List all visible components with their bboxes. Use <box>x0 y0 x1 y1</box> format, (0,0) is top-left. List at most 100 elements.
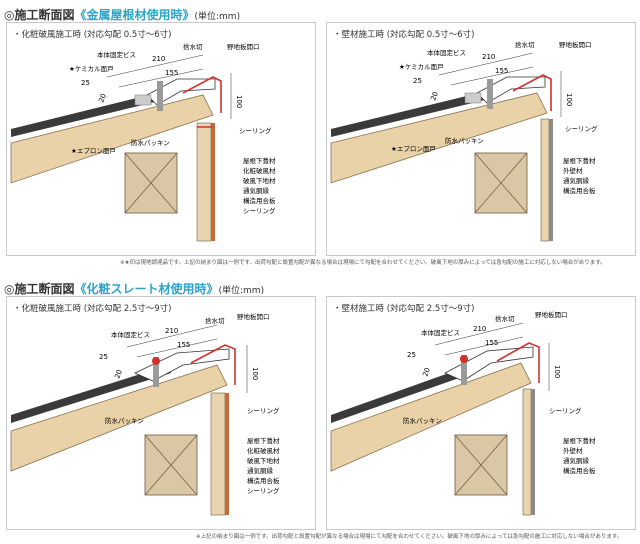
panel-title: ・壁材施工時 (対応勾配 0.5寸〜6寸) <box>333 29 474 40</box>
screw <box>487 79 493 109</box>
unit-label: (単位:mm) <box>194 12 241 22</box>
label-packing: 防水パッキン <box>105 416 144 425</box>
list-item: 構造用合板 <box>247 476 280 485</box>
label-flashing: 捨水切 <box>205 316 225 325</box>
diagram-panel-slate-wall: ・壁材施工時 (対応勾配 2.5寸〜9寸) 210 155 25 20 100 … <box>326 296 636 530</box>
label-apron: ★エプロン面戸 <box>391 145 436 153</box>
screw <box>461 355 467 385</box>
dim-25: 25 <box>407 351 416 359</box>
label-sealing: シーリング <box>549 406 582 415</box>
dim-20: 20 <box>113 369 124 380</box>
label-opening: 野地板開口 <box>535 310 568 319</box>
screw <box>153 357 159 387</box>
dim-210: 210 <box>482 53 495 61</box>
list-item: 通気胴縁 <box>563 456 590 465</box>
fascia-board <box>196 122 212 242</box>
list-item: シーリング <box>243 206 276 215</box>
label-screw: 本体固定ビス <box>97 50 136 59</box>
list-item: 通気胴縁 <box>563 176 590 185</box>
wall-finish <box>549 119 553 241</box>
flashing <box>496 342 540 383</box>
fascia-finish <box>211 123 215 241</box>
panel-title: ・化粧破風施工時 (対応勾配 0.5寸〜6寸) <box>13 29 171 40</box>
dim-210: 210 <box>165 327 178 335</box>
flashing <box>190 344 236 385</box>
section-title-highlight: 《化粧スレート材使用時》 <box>74 282 219 296</box>
roof-sheet <box>11 365 171 423</box>
label-flashing: 捨水切 <box>183 42 203 51</box>
list-item: 外壁材 <box>563 166 583 175</box>
list-item: 構造用合板 <box>563 466 596 475</box>
panel-title: ・壁材施工時 (対応勾配 2.5寸〜9寸) <box>333 303 474 314</box>
flashing <box>512 74 552 111</box>
list-item: 外壁材 <box>563 446 583 455</box>
dim-25: 25 <box>99 353 108 361</box>
section-title-slate-roof: ◎施工断面図《化粧スレート材使用時》(単位:mm) <box>4 280 264 297</box>
list-item: 破風下地材 <box>247 456 280 465</box>
dim-100: 100 <box>553 365 561 378</box>
label-sealing: シーリング <box>247 406 280 415</box>
unit-label: (単位:mm) <box>218 286 265 296</box>
list-item: 構造用合板 <box>243 196 276 205</box>
flashing <box>182 76 222 113</box>
label-screw: 本体固定ビス <box>427 48 466 57</box>
section-title-metal-roof: ◎施工断面図《金属屋根材使用時》(単位:mm) <box>4 6 240 23</box>
dim-155: 155 <box>165 69 178 77</box>
list-item: 破風下地材 <box>243 176 276 185</box>
label-packing: 防水パッキン <box>445 136 484 145</box>
label-packing: 防水パッキン <box>131 138 170 147</box>
dim-100: 100 <box>235 95 243 108</box>
dim-100: 100 <box>565 93 573 106</box>
label-screw: 本体固定ビス <box>421 328 460 337</box>
diagram-panel-metal-wall: ・壁材施工時 (対応勾配 0.5寸〜6寸) 210 155 25 20 100 … <box>326 22 636 256</box>
rafter <box>10 94 214 184</box>
list-item: 通気胴縁 <box>243 186 270 195</box>
section-drawing: ・壁材施工時 (対応勾配 2.5寸〜9寸) 210 155 25 20 100 … <box>330 303 596 516</box>
label-screw: 本体固定ビス <box>111 330 150 339</box>
dim-25: 25 <box>413 77 422 85</box>
dim-100: 100 <box>251 367 259 380</box>
section-title-prefix: ◎施工断面図 <box>4 8 75 22</box>
dim-20: 20 <box>429 91 440 102</box>
dim-210: 210 <box>473 325 486 333</box>
rafter <box>10 364 228 472</box>
diagram-panel-metal-fascia: ・化粧破風施工時 (対応勾配 0.5寸〜6寸) 210 155 25 20 10… <box>6 22 316 256</box>
list-item: 通気胴縁 <box>247 466 274 475</box>
roof-sheet <box>331 91 489 137</box>
section-drawing: ・化粧破風施工時 (対応勾配 2.5寸〜9寸) 210 155 25 20 10… <box>10 303 280 516</box>
list-item: 構造用合板 <box>563 186 596 195</box>
list-item: 屋根下葺材 <box>247 436 280 445</box>
dim-155: 155 <box>485 339 498 347</box>
rafter <box>330 362 532 472</box>
footnote-slate: ※上記の納まり図は一例です。出荷勾配と設置勾配が異なる場合は現場にて勾配を合わせ… <box>196 534 623 540</box>
label-opening: 野地板開口 <box>559 40 592 49</box>
section-drawing: ・化粧破風施工時 (対応勾配 0.5寸〜6寸) 210 155 25 20 10… <box>10 29 276 242</box>
label-chemical: ★ケミカル面戸 <box>69 65 114 73</box>
label-opening: 野地板開口 <box>237 312 270 321</box>
dim-20: 20 <box>97 93 108 104</box>
fascia-board <box>210 392 226 516</box>
wall-finish <box>531 389 535 515</box>
panel-title: ・化粧破風施工時 (対応勾配 2.5寸〜9寸) <box>13 303 171 314</box>
rafter <box>330 92 548 184</box>
list-item: 屋根下葺材 <box>563 436 596 445</box>
label-apron: ★エプロン面戸 <box>71 147 116 155</box>
dim-25: 25 <box>81 79 90 87</box>
list-item: シーリング <box>247 486 280 495</box>
section-drawing: ・壁材施工時 (対応勾配 0.5寸〜6寸) 210 155 25 20 100 … <box>330 29 598 242</box>
label-sealing: シーリング <box>239 126 272 135</box>
dim-20: 20 <box>421 367 432 378</box>
section-title-prefix: ◎施工断面図 <box>4 282 75 296</box>
list-item: 化粧破風材 <box>247 446 280 455</box>
screw <box>157 81 163 111</box>
label-flashing: 捨水切 <box>515 40 535 49</box>
footnote-metal: ※★印は現地調達品です。上記の納まり図は一例です。出荷勾配と設置勾配が異なる場合… <box>120 260 606 266</box>
label-chemical: ★ケミカル面戸 <box>399 63 444 71</box>
list-item: 化粧破風材 <box>243 166 276 175</box>
dim-210: 210 <box>152 55 165 63</box>
dim-155: 155 <box>177 341 190 349</box>
roof-sheet <box>331 363 479 423</box>
diagram-panel-slate-fascia: ・化粧破風施工時 (対応勾配 2.5寸〜9寸) 210 155 25 20 10… <box>6 296 316 530</box>
label-opening: 野地板開口 <box>227 42 260 51</box>
fascia-finish <box>225 393 229 515</box>
